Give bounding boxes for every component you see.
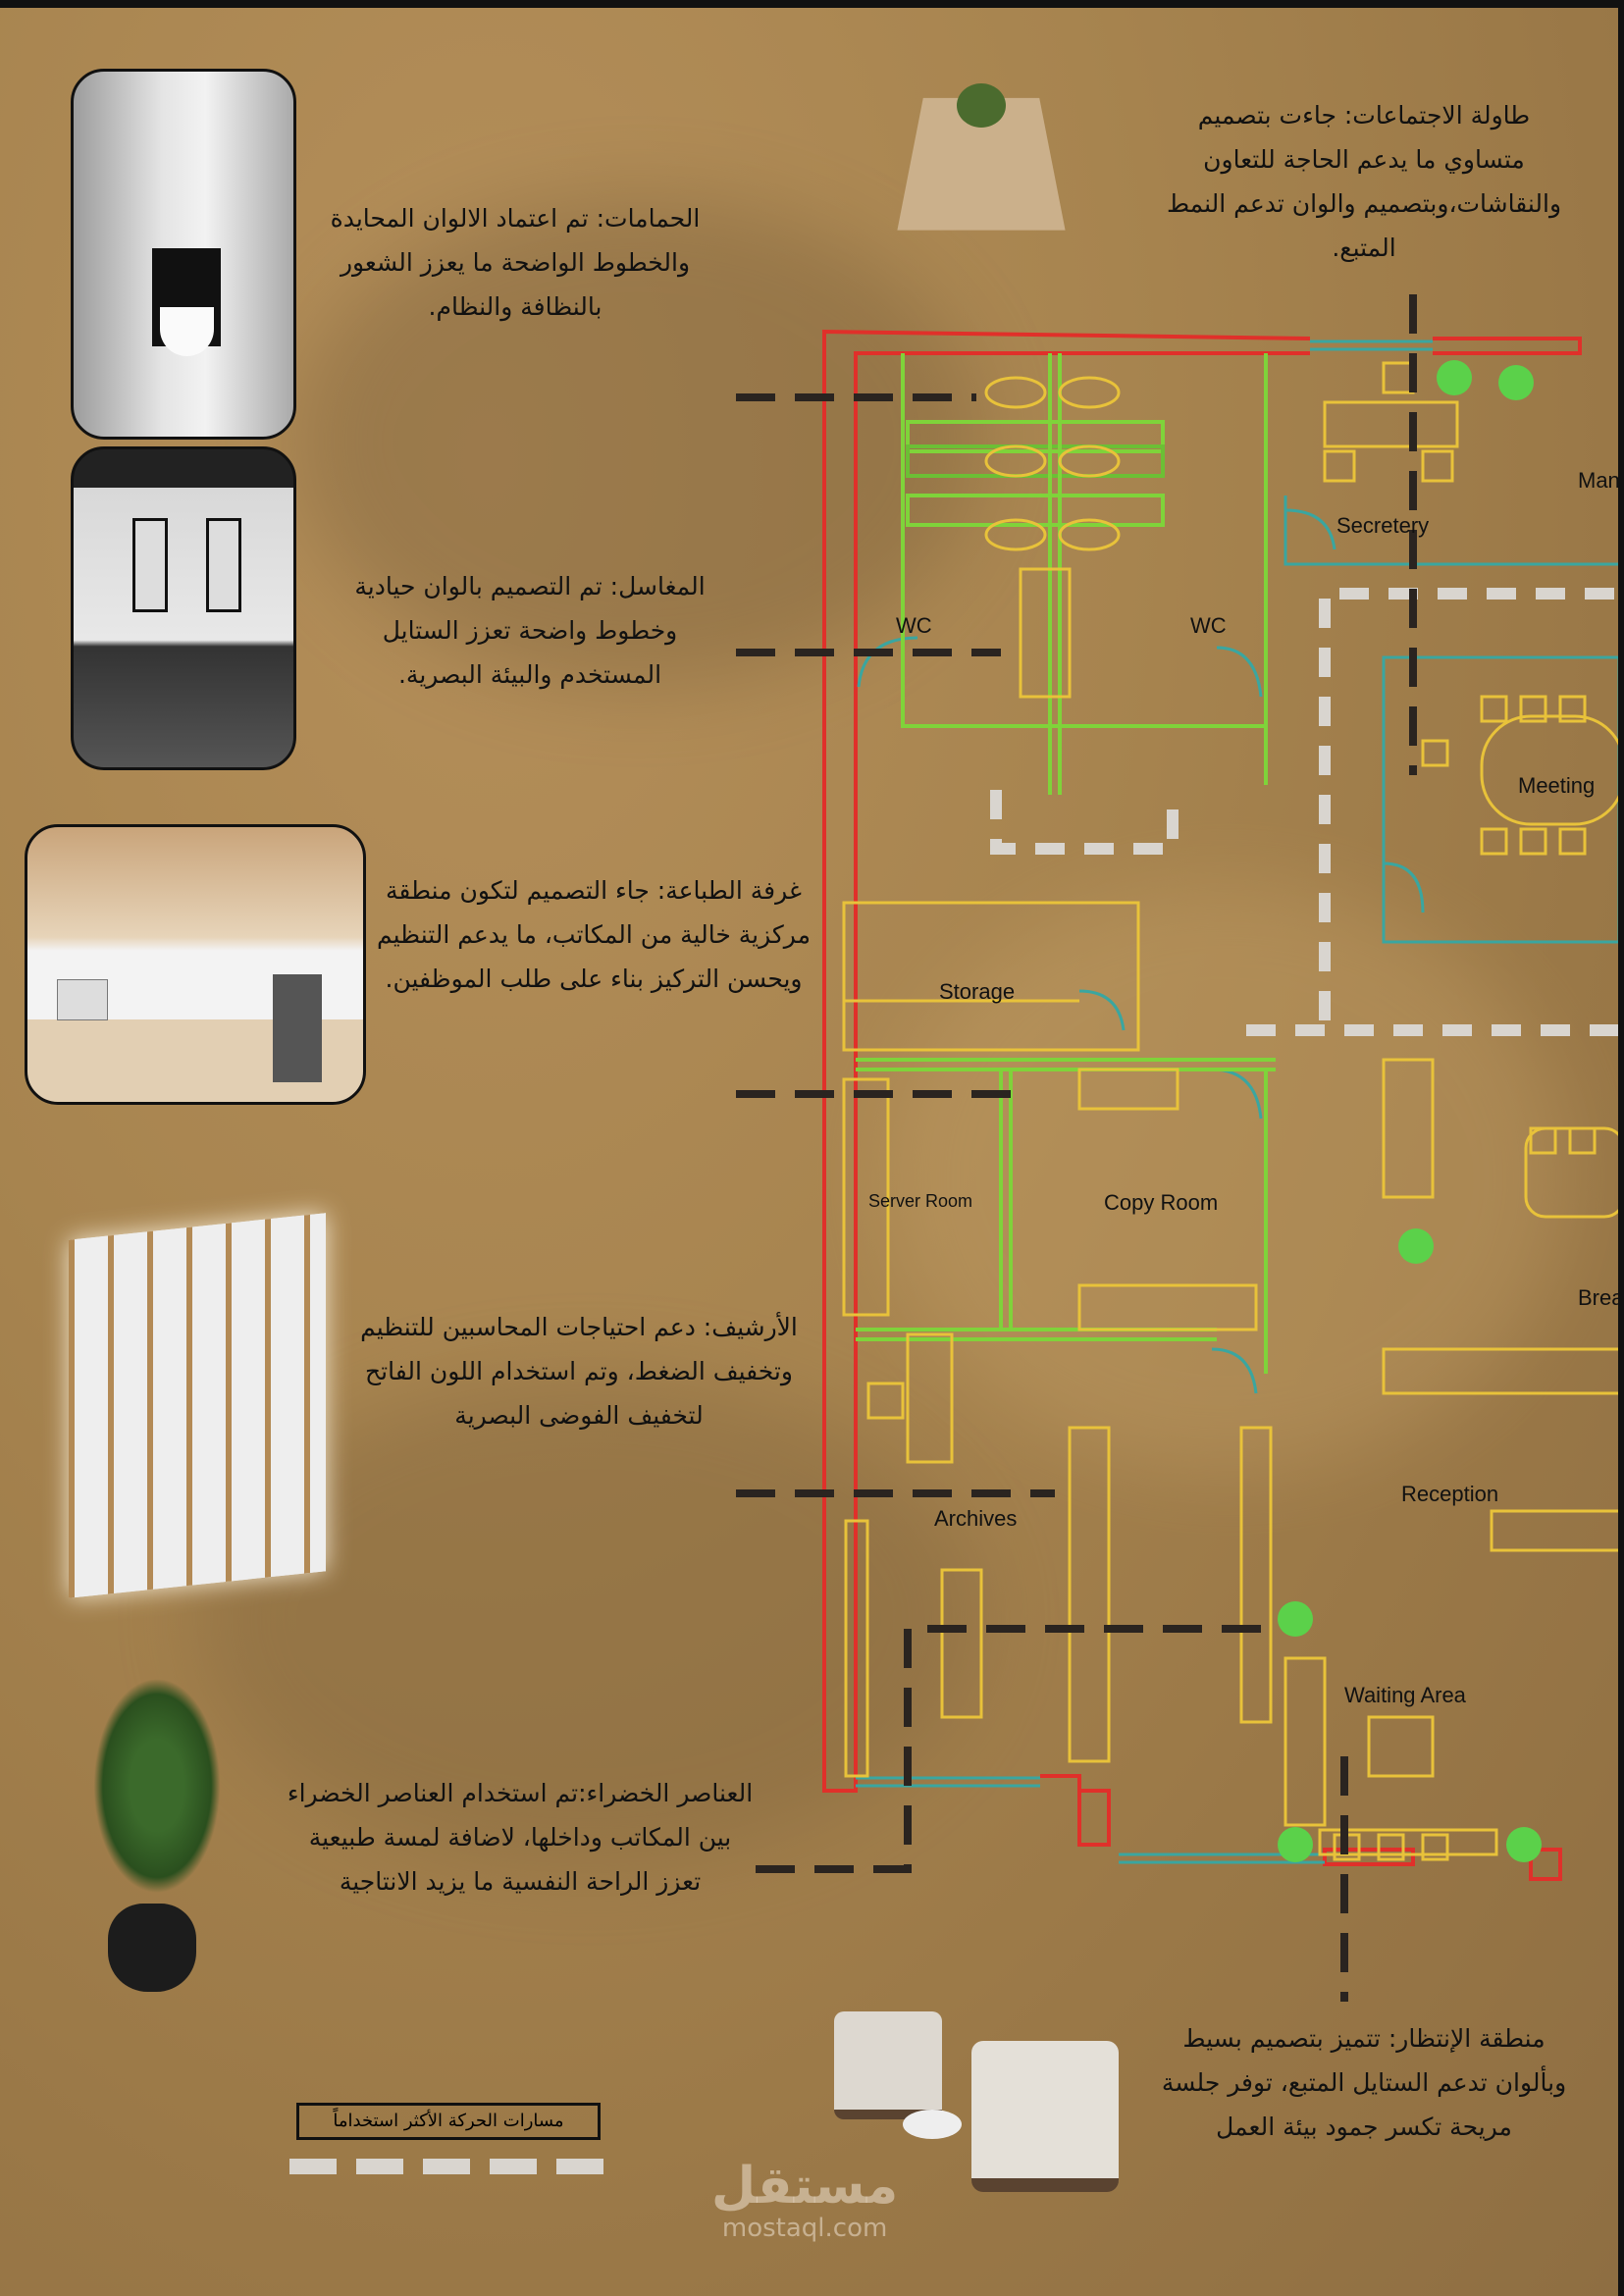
waiting-area-note: منطقة الإنتظار: تتميز بتصميم بسيط وبألوا…: [1161, 2024, 1567, 2141]
room-label-secretary: Secretery: [1336, 513, 1429, 538]
room-label-server-room: Server Room: [868, 1191, 972, 1211]
print-room-photo: [25, 824, 366, 1105]
room-label-break: Break: [1578, 1285, 1624, 1310]
plant-markers: [1278, 360, 1542, 1862]
room-label-reception: Reception: [1401, 1482, 1498, 1506]
watermark-logo: مستقل: [711, 2157, 899, 2216]
room-label-waiting-area: Waiting Area: [1344, 1683, 1467, 1707]
room-label-manager: Mana: [1578, 468, 1624, 493]
interior-walls: [856, 353, 1276, 1374]
bathroom-photo: [71, 69, 296, 440]
sinks-note: المغاسل: تم التصميم بالوان حيادية وخطوط …: [354, 572, 706, 689]
furniture: [842, 361, 1624, 1861]
room-label-archives: Archives: [934, 1506, 1017, 1531]
room-label-wc: WC: [896, 613, 932, 638]
meeting-table-note: طاولة الاجتماعات: جاءت بتصميم متساوي ما …: [1166, 101, 1562, 262]
sinks-photo: [71, 446, 296, 770]
green-elements-note: العناصر الخضراء:تم استخدام العناصر الخضر…: [287, 1779, 754, 1896]
leader-lines: [736, 294, 1417, 2002]
legend-circulation-label: مسارات الحركة الأكثر استخداماً: [296, 2103, 601, 2140]
exterior-walls: [822, 329, 1582, 1881]
room-label-storage: Storage: [939, 979, 1015, 1004]
watermark-url: mostaql.com: [721, 2214, 888, 2243]
room-label-copy-room: Copy Room: [1104, 1190, 1218, 1215]
toilets: [984, 376, 1121, 551]
watermark: مستقل mostaql.com: [711, 2159, 898, 2243]
room-label-wc: WC: [1190, 613, 1227, 638]
waiting-chairs-photo: [824, 2002, 1138, 2208]
chairs: [866, 361, 1597, 1861]
bathrooms-note: الحمامات: تم اعتماد الالوان المحايدة وال…: [330, 204, 701, 321]
room-label-meeting: Meeting: [1518, 773, 1595, 798]
archive-note: الأرشيف: دعم احتياجات المحاسبين للتنظيم …: [360, 1313, 798, 1430]
room-labels: WC WC Secretery Mana Meeting Storage Ser…: [868, 468, 1624, 1707]
circulation-paths: [990, 588, 1624, 1036]
print-room-note: غرفة الطباعة: جاء التصميم لتكون منطقة مر…: [377, 876, 811, 993]
meeting-table-photo: [844, 29, 1128, 245]
plant-photo: [83, 1678, 226, 1992]
